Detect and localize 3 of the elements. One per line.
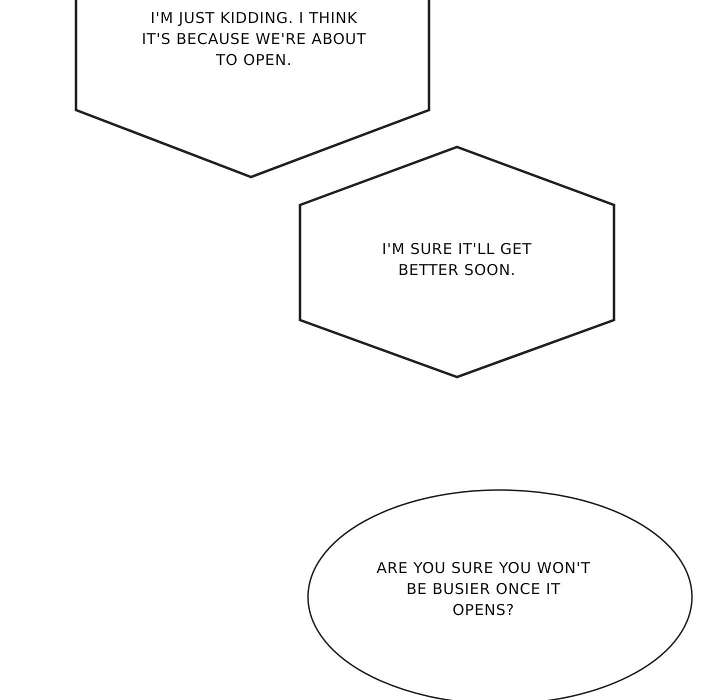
speech-text: ARE YOU SURE YOU WON'T BE BUSIER ONCE IT OPENS? [376, 558, 591, 621]
speech-text: I'M JUST KIDDING. I THINK IT'S BECAUSE WE'RE ABOUT TO OPEN. [140, 8, 368, 71]
speech-text: I'M SURE IT'LL GET BETTER SOON. [381, 239, 533, 281]
